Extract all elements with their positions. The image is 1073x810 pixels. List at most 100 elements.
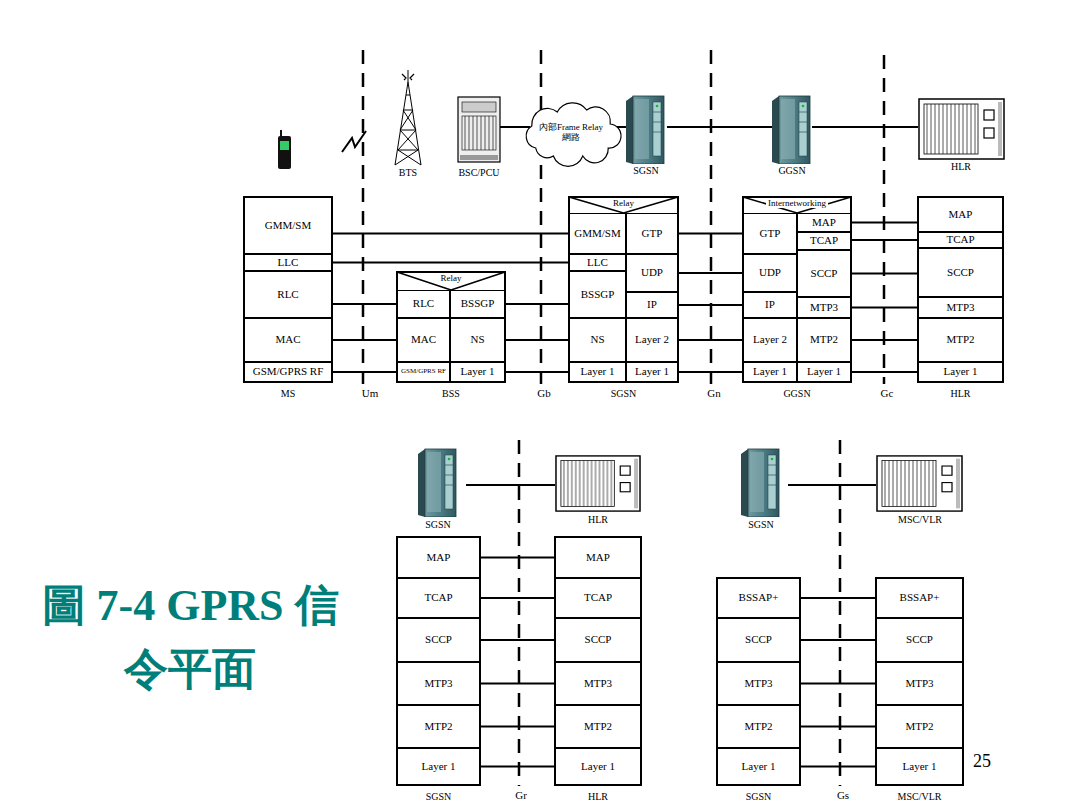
- layer-name: MAC: [411, 334, 436, 346]
- relay-outline: [569, 197, 678, 213]
- layer-name: Layer 1: [807, 366, 841, 378]
- protocol-layer: MAC: [244, 318, 332, 362]
- protocol-stack: GGSNInternetworkingGTPMAPTCAPUDPSCCPIPMT…: [743, 197, 851, 382]
- layer-name: MTP2: [424, 721, 452, 733]
- layer-name: MAP: [427, 552, 451, 564]
- layer-name: TCAP: [946, 234, 974, 246]
- peer-protocol-link: [800, 639, 876, 641]
- relay-outline: [397, 272, 505, 290]
- protocol-layer: BSSAP+: [717, 578, 800, 618]
- layer-name: SCCP: [585, 634, 612, 646]
- device-name: MSC/VLR: [898, 514, 942, 526]
- layer-name: MTP3: [905, 678, 933, 690]
- bsc-cabinet: [458, 97, 500, 162]
- protocol-layer: MTP2: [918, 318, 1003, 362]
- layer-name: Layer 1: [944, 366, 978, 378]
- peer-protocol-link: [678, 233, 743, 235]
- protocol-layer: Layer 1: [876, 748, 963, 785]
- layer-name: SCCP: [745, 634, 772, 646]
- protocol-stack: SGSNMAPTCAPSCCPMTP3MTP2Layer 1: [397, 537, 480, 785]
- protocol-layer: Layer 1: [918, 362, 1003, 382]
- protocol-layer: LLC: [244, 254, 332, 271]
- sgsn-server: [418, 449, 456, 517]
- peer-protocol-link: [332, 371, 397, 373]
- peer-protocol-link: [800, 726, 876, 728]
- protocol-layer: MAP: [555, 537, 641, 578]
- protocol-layer: MTP2: [797, 318, 851, 362]
- layer-name: BSSAP+: [900, 592, 940, 604]
- protocol-stack: SGSNBSSAP+SCCPMTP3MTP2Layer 1: [717, 578, 800, 785]
- protocol-layer: Layer 1: [626, 362, 678, 382]
- protocol-layer: GMM/SM: [569, 213, 626, 254]
- protocol-layer: RLC: [244, 271, 332, 318]
- layer-name: SCCP: [811, 268, 838, 280]
- relay-block: Relay: [397, 272, 505, 290]
- layer-name: Layer 1: [581, 761, 615, 773]
- mobile-phone: [278, 130, 291, 169]
- protocol-layer: Layer 1: [569, 362, 626, 382]
- peer-protocol-link: [851, 273, 918, 275]
- layer-name: IP: [765, 299, 775, 311]
- protocol-layer: NS: [450, 318, 505, 362]
- layer-name: MTP3: [744, 678, 772, 690]
- protocol-layer: Layer 1: [797, 362, 851, 382]
- layer-name: TCAP: [424, 592, 452, 604]
- protocol-layer: MTP2: [876, 705, 963, 748]
- relay-label: Relay: [439, 273, 464, 283]
- peer-protocol-link: [332, 262, 569, 264]
- layer-name: GMM/SM: [574, 228, 620, 240]
- layer-name: MTP2: [810, 334, 838, 346]
- layer-name: Layer 1: [903, 761, 937, 773]
- interface-name: Gn: [707, 387, 720, 400]
- stack-name: HLR: [908, 388, 1013, 399]
- radio-link-symbol: [342, 131, 366, 152]
- layer-name: NS: [590, 334, 604, 346]
- ggsn-server: [772, 96, 810, 164]
- protocol-layer: TCAP: [555, 578, 641, 618]
- layer-name: Layer 1: [635, 366, 669, 378]
- protocol-layer: MTP2: [397, 705, 480, 748]
- protocol-layer: MTP3: [397, 662, 480, 705]
- peer-protocol-link: [800, 766, 876, 768]
- relay-label: Relay: [611, 198, 636, 208]
- stack-name: HLR: [545, 791, 651, 802]
- layer-name: MAP: [812, 217, 836, 229]
- interface-name: Gs: [837, 789, 849, 802]
- interface-name: Gc: [881, 387, 894, 400]
- layer-name: SCCP: [425, 634, 452, 646]
- layer-name: GSM/GPRS RF: [401, 368, 446, 375]
- protocol-layer: LLC: [569, 254, 626, 271]
- protocol-layer: SCCP: [797, 250, 851, 297]
- protocol-layer: Layer 1: [450, 362, 505, 382]
- stack-name: SGSN: [559, 388, 688, 399]
- peer-protocol-link: [505, 303, 569, 305]
- protocol-stack: BSSRelayRLCBSSGPMACNSGSM/GPRS RFLayer 1: [397, 272, 505, 382]
- peer-protocol-link: [678, 272, 743, 274]
- device-name: BTS: [399, 167, 417, 179]
- network-link: [466, 127, 918, 485]
- stack-name: SGSN: [387, 791, 490, 802]
- protocol-layer: IP: [626, 292, 678, 318]
- layer-name: GTP: [760, 228, 781, 240]
- relay-outline: [743, 197, 851, 213]
- protocol-layer: Layer 1: [717, 748, 800, 785]
- stack-name: MS: [234, 388, 342, 399]
- peer-protocol-link: [480, 726, 555, 728]
- layer-name: MTP3: [946, 302, 974, 314]
- relay-label: Internetworking: [766, 198, 828, 208]
- layer-name: BSSGP: [461, 298, 495, 310]
- relay-block: Internetworking: [743, 197, 851, 213]
- protocol-layer: MTP2: [555, 705, 641, 748]
- layer-name: MTP3: [584, 678, 612, 690]
- protocol-layer: BSSGP: [569, 271, 626, 318]
- peer-protocol-link: [851, 222, 918, 224]
- peer-protocol-link: [480, 683, 555, 685]
- protocol-layer: SCCP: [876, 618, 963, 662]
- protocol-layer: MTP3: [717, 662, 800, 705]
- protocol-layer: MTP3: [797, 297, 851, 318]
- layer-name: RLC: [413, 298, 434, 310]
- protocol-layer: BSSGP: [450, 290, 505, 318]
- protocol-layer: TCAP: [797, 232, 851, 250]
- peer-protocol-link: [505, 371, 569, 373]
- protocol-stack: HLRMAPTCAPSCCPMTP3MTP2Layer 1: [918, 197, 1003, 382]
